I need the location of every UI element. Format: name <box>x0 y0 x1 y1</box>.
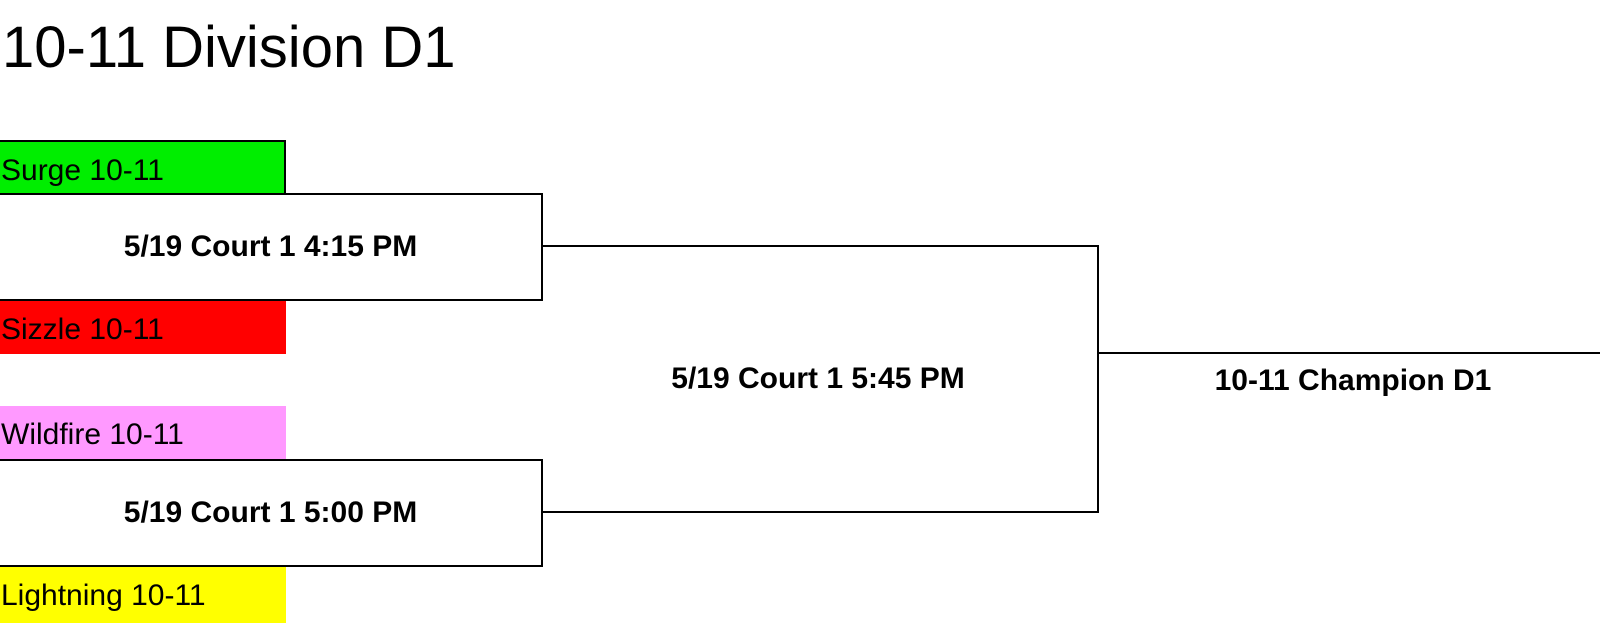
game-1-label: 5/19 Court 1 4:15 PM <box>123 230 418 263</box>
connector-game-1-to-final <box>543 245 1099 247</box>
champion-label: 10-11 Champion D1 <box>1214 364 1492 397</box>
team-wildfire: Wildfire 10-11 <box>0 406 286 459</box>
team-surge: Surge 10-11 <box>0 140 286 193</box>
team-name: Lightning 10-11 <box>1 579 206 612</box>
team-name: Sizzle 10-11 <box>1 313 164 346</box>
team-name: Surge 10-11 <box>1 154 164 187</box>
game-2-box: 5/19 Court 1 5:00 PM <box>0 459 543 567</box>
page-title: 10-11 Division D1 <box>2 15 456 80</box>
game-2-label: 5/19 Court 1 5:00 PM <box>123 496 418 529</box>
team-sizzle: Sizzle 10-11 <box>0 301 286 354</box>
final-game-label: 5/19 Court 1 5:45 PM <box>671 362 965 395</box>
connector-game-2-to-final <box>543 511 1099 513</box>
game-1-box: 5/19 Court 1 4:15 PM <box>0 193 543 301</box>
team-name: Wildfire 10-11 <box>1 418 184 451</box>
connector-final-to-champion <box>1099 352 1600 354</box>
team-lightning: Lightning 10-11 <box>0 567 286 623</box>
final-bracket-vertical <box>1097 245 1099 513</box>
